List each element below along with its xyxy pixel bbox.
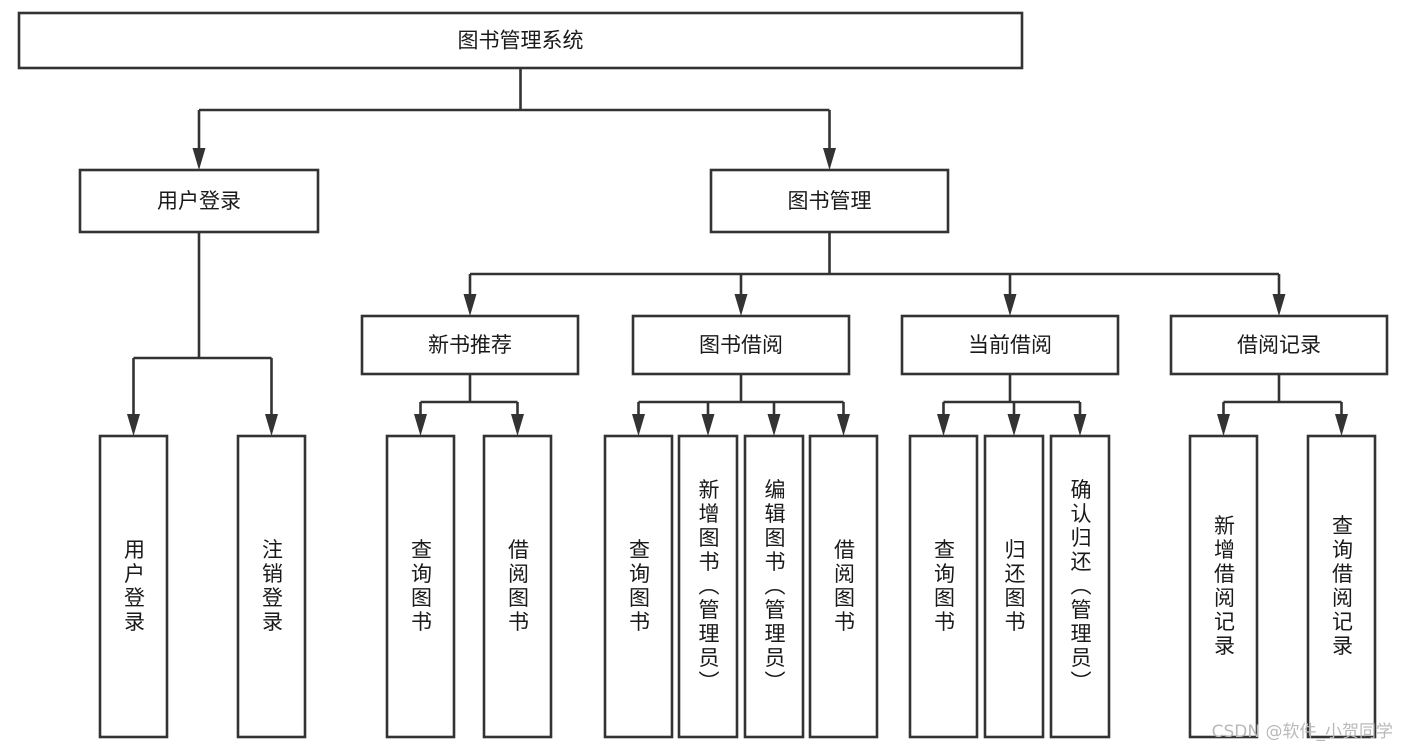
arrow-head <box>1217 414 1230 436</box>
node-box[interactable] <box>908 434 979 739</box>
node-label: 用户登录 <box>122 539 146 635</box>
node-box[interactable] <box>1306 434 1377 739</box>
node-login[interactable]: 用户登录 <box>78 168 320 234</box>
node-label: 新增借阅记录 <box>1212 515 1236 659</box>
arrow-head <box>632 414 645 436</box>
node-newbook[interactable]: 新书推荐 <box>360 314 580 376</box>
arrow-head <box>414 414 427 436</box>
node-leaf1[interactable]: 用户登录 <box>98 434 169 739</box>
node-label: 注销登录 <box>260 539 284 635</box>
node-label: 查询借阅记录 <box>1330 515 1354 659</box>
node-box[interactable] <box>743 434 805 739</box>
node-box[interactable] <box>808 434 879 739</box>
node-box[interactable] <box>1049 434 1111 739</box>
arrow-head <box>1335 414 1348 436</box>
node-leaf9[interactable]: 查询图书 <box>908 434 979 739</box>
node-label: 新书推荐 <box>428 333 512 357</box>
node-box[interactable] <box>78 168 320 234</box>
node-box[interactable] <box>983 434 1045 739</box>
arrow-head <box>823 148 836 170</box>
node-layer: 图书管理系统用户登录图书管理新书推荐图书借阅当前借阅借阅记录用户登录注销登录查询… <box>17 11 1389 739</box>
node-box[interactable] <box>603 434 674 739</box>
node-label: 图书管理 <box>788 189 872 213</box>
arrow-head <box>701 414 715 436</box>
arrow-head <box>265 414 278 436</box>
node-box[interactable] <box>631 314 851 376</box>
node-box[interactable] <box>900 314 1120 376</box>
arrow-head <box>837 414 850 436</box>
arrow-head <box>1003 294 1017 316</box>
node-label: 编辑图书（管理员） <box>762 479 786 695</box>
node-leaf7[interactable]: 编辑图书（管理员） <box>743 434 805 739</box>
arrow-head <box>937 414 950 436</box>
node-box[interactable] <box>1169 314 1389 376</box>
node-label: 当前借阅 <box>968 333 1052 357</box>
node-box[interactable] <box>98 434 169 739</box>
node-borrow[interactable]: 图书借阅 <box>631 314 851 376</box>
node-leaf11[interactable]: 确认归还（管理员） <box>1049 434 1111 739</box>
csdn-watermark: CSDN @软件_小贺同学 <box>1211 722 1393 742</box>
node-label: 借阅记录 <box>1237 333 1321 357</box>
node-label: 查询图书 <box>627 539 651 635</box>
node-label: 图书借阅 <box>699 333 783 357</box>
arrow-head <box>1007 414 1021 436</box>
node-leaf2[interactable]: 注销登录 <box>236 434 307 739</box>
node-leaf6[interactable]: 新增图书（管理员） <box>677 434 739 739</box>
arrow-head <box>127 414 140 436</box>
node-box[interactable] <box>677 434 739 739</box>
arrow-head <box>734 294 748 316</box>
node-leaf12[interactable]: 新增借阅记录 <box>1188 434 1259 739</box>
arrow-head <box>192 148 206 170</box>
node-box[interactable] <box>360 314 580 376</box>
node-bookmgmt[interactable]: 图书管理 <box>709 168 950 234</box>
node-box[interactable] <box>17 11 1024 70</box>
node-current[interactable]: 当前借阅 <box>900 314 1120 376</box>
arrow-head <box>1073 414 1087 436</box>
arrow-head <box>1272 294 1286 316</box>
node-leaf5[interactable]: 查询图书 <box>603 434 674 739</box>
node-label: 图书管理系统 <box>458 29 584 53</box>
node-leaf8[interactable]: 借阅图书 <box>808 434 879 739</box>
node-box[interactable] <box>1188 434 1259 739</box>
node-leaf4[interactable]: 借阅图书 <box>482 434 553 739</box>
node-leaf10[interactable]: 归还图书 <box>983 434 1045 739</box>
node-box[interactable] <box>482 434 553 739</box>
node-root[interactable]: 图书管理系统 <box>17 11 1024 70</box>
node-label: 查询图书 <box>932 539 956 635</box>
arrow-head <box>511 414 524 436</box>
node-leaf13[interactable]: 查询借阅记录 <box>1306 434 1377 739</box>
node-leaf3[interactable]: 查询图书 <box>385 434 456 739</box>
node-label: 归还图书 <box>1002 539 1026 635</box>
node-label: 用户登录 <box>157 189 241 213</box>
node-label: 借阅图书 <box>506 539 530 635</box>
node-label: 新增图书（管理员） <box>696 479 720 695</box>
node-box[interactable] <box>385 434 456 739</box>
arrow-head <box>463 294 477 316</box>
arrow-head <box>767 414 781 436</box>
node-record[interactable]: 借阅记录 <box>1169 314 1389 376</box>
node-label: 借阅图书 <box>832 539 856 635</box>
node-box[interactable] <box>709 168 950 234</box>
connector-layer <box>127 68 1348 436</box>
node-label: 确认归还（管理员） <box>1068 479 1092 695</box>
node-box[interactable] <box>236 434 307 739</box>
node-label: 查询图书 <box>409 539 433 635</box>
